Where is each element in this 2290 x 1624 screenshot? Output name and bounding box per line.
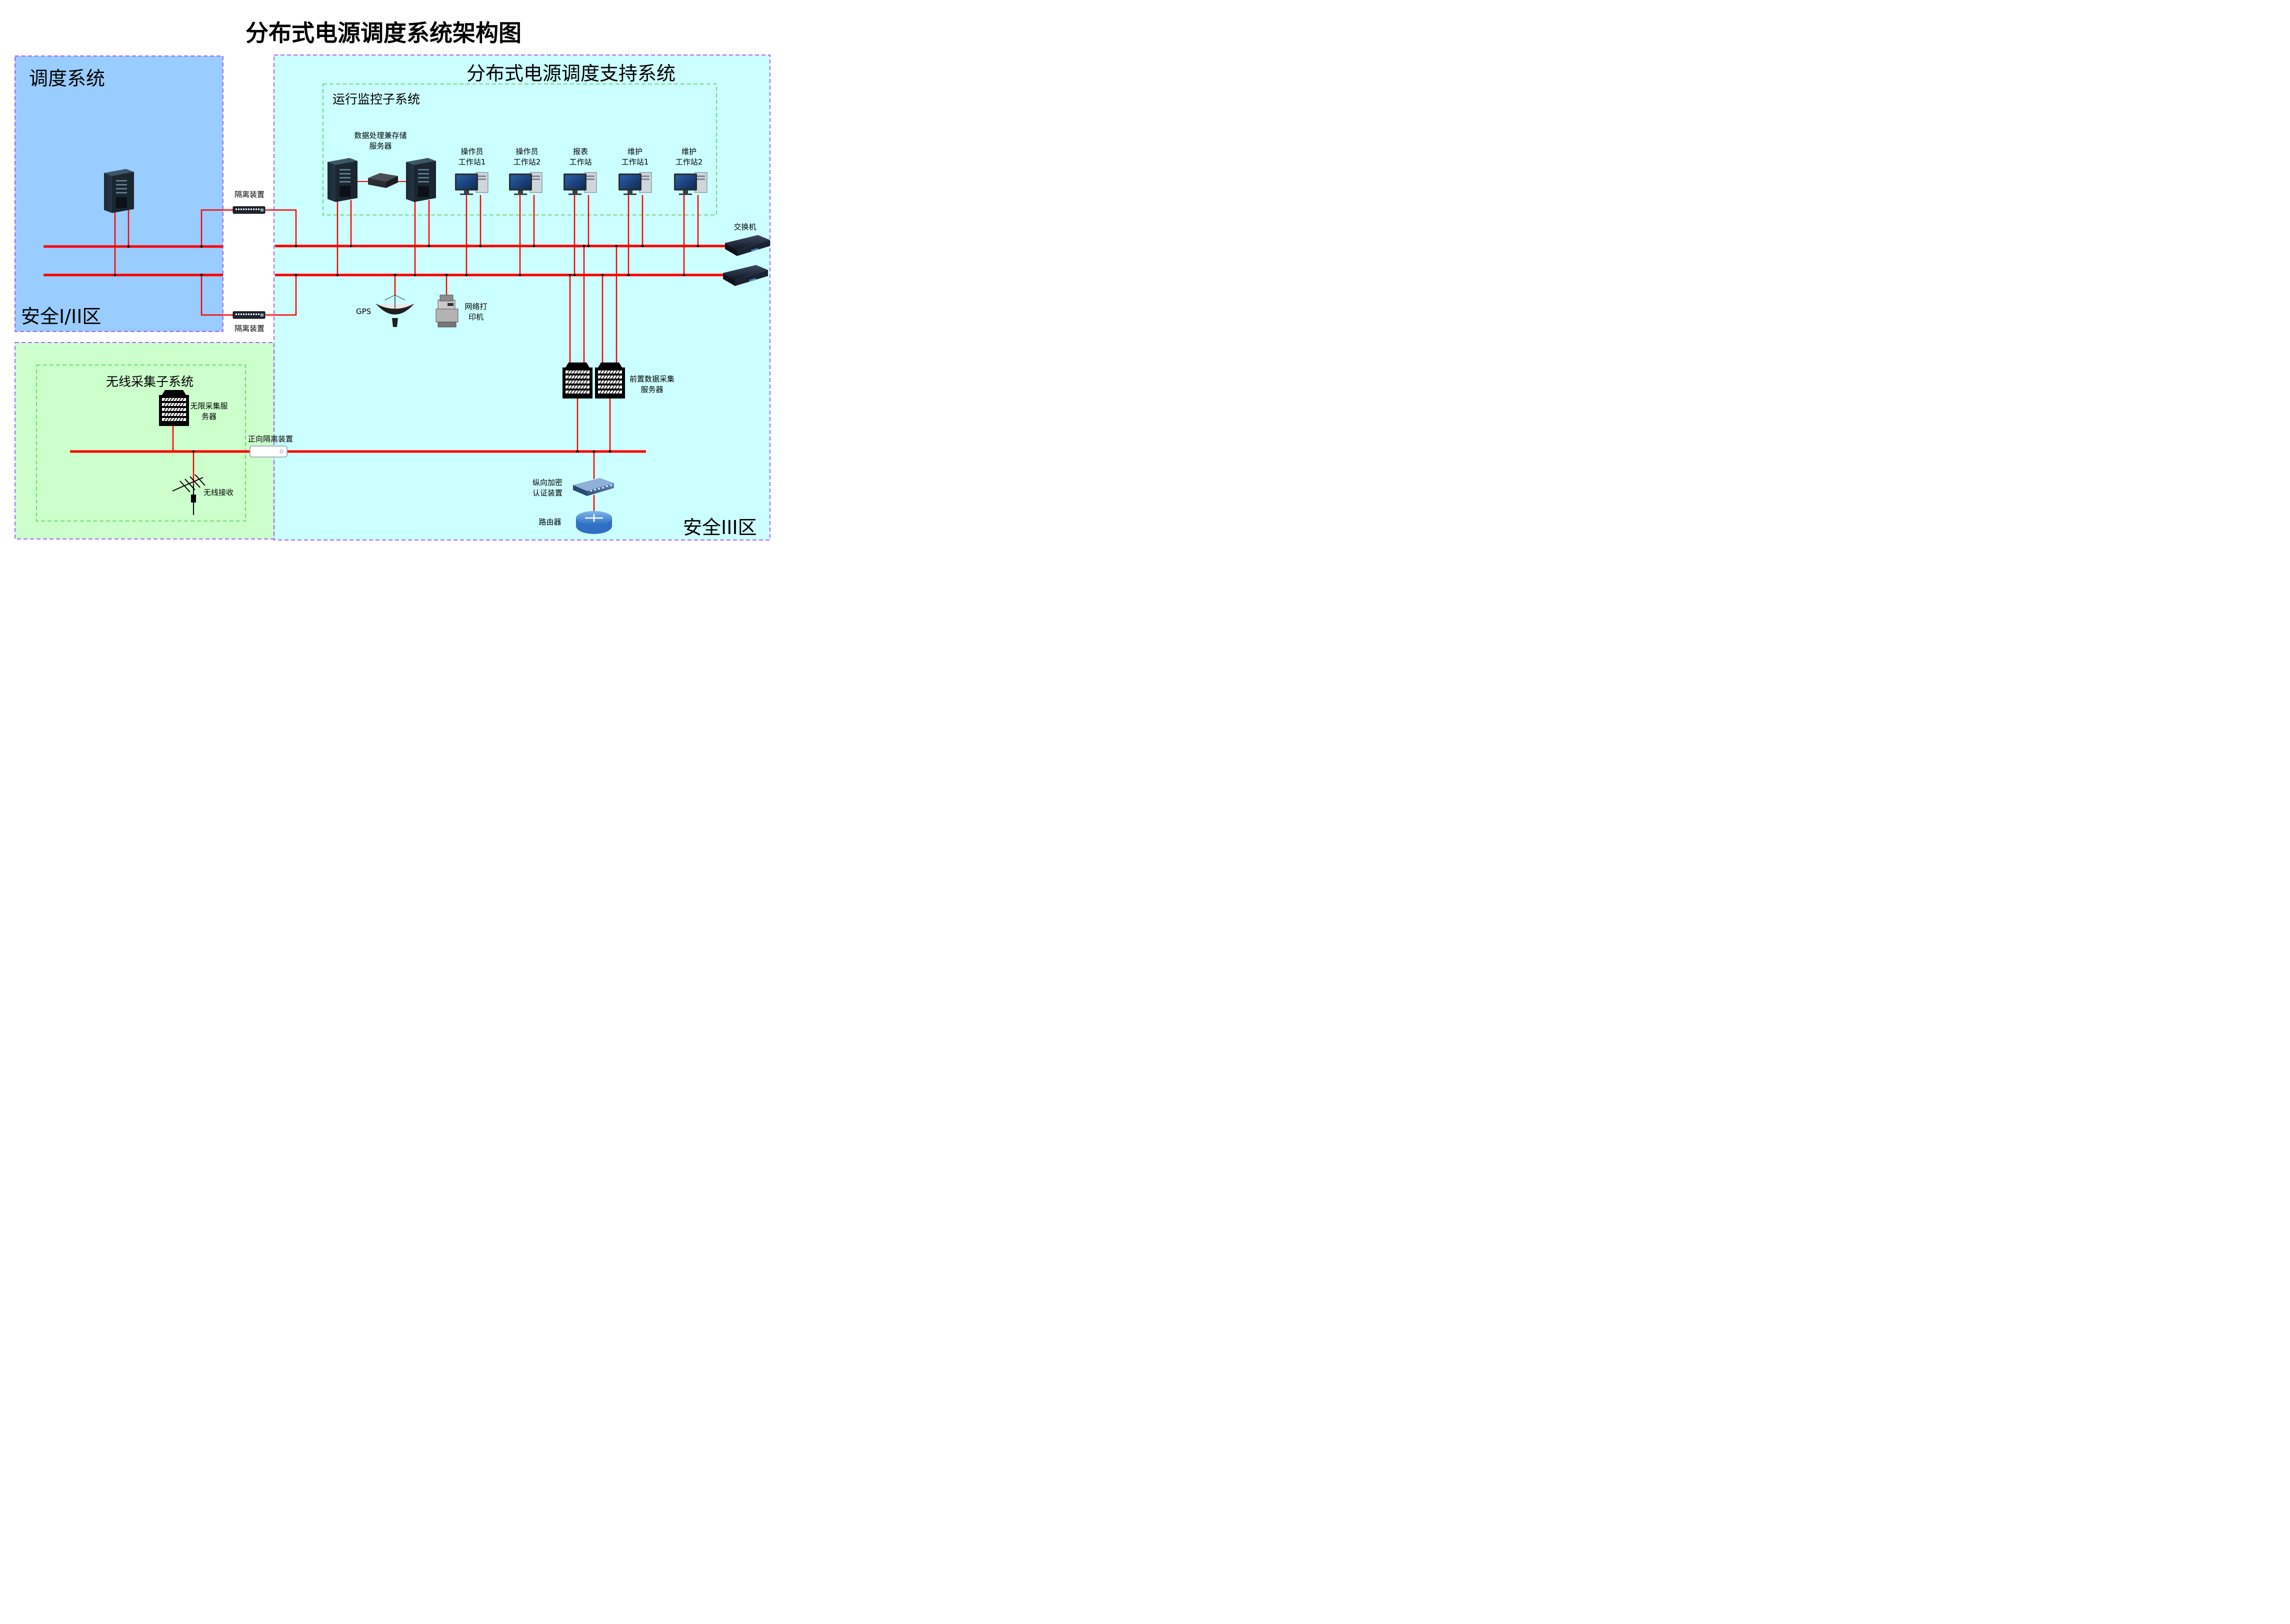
encryption-device-icon[interactable]	[573, 478, 614, 496]
rack-server-icon[interactable]	[594, 362, 626, 399]
report-ws-label: 工作站	[569, 158, 592, 166]
front-server-label: 前置数据采集	[630, 374, 674, 384]
monitor-subsystem-box	[322, 84, 717, 216]
server-tower-icon[interactable]	[406, 158, 436, 202]
wireless-receive-label: 无线接收	[204, 488, 234, 497]
isolation-top-label: 隔离装置	[234, 190, 264, 199]
page-title: 分布式电源调度系统架构图	[246, 20, 522, 46]
maint-ws2-label: 维护	[682, 147, 696, 156]
maint-ws2-label: 工作站2	[676, 158, 703, 166]
operator-ws1-label: 操作员	[460, 147, 483, 156]
support-zone-label: 分布式电源调度支持系统	[466, 62, 676, 84]
maint-ws1-label: 维护	[628, 147, 642, 156]
monitor-subsystem-label: 运行监控子系统	[332, 92, 420, 106]
storage-server-label: 服务器	[369, 142, 392, 150]
secure-zone-3-label: 安全III区	[683, 516, 757, 538]
wireless-server-label: 务器	[202, 412, 216, 421]
router-icon[interactable]	[576, 511, 612, 534]
gps-label: GPS	[356, 307, 371, 316]
encrypt-label: 认证装置	[532, 488, 562, 498]
isolation-device-icon[interactable]	[232, 206, 266, 214]
forward-isolation-icon[interactable]	[250, 446, 288, 458]
wireless-subsystem-label: 无线采集子系统	[106, 374, 194, 389]
support-zone	[274, 54, 770, 540]
wireless-subsystem-box	[36, 364, 246, 522]
secure-zone-12-label: 安全I/II区	[21, 306, 101, 328]
server-tower-icon[interactable]	[104, 169, 134, 213]
operator-ws2-label: 操作员	[516, 147, 538, 156]
antenna-icon[interactable]	[172, 474, 206, 515]
storage-box-icon[interactable]	[368, 173, 398, 188]
encrypt-label: 纵向加密	[532, 478, 562, 487]
operator-ws2-label: 工作站2	[514, 158, 541, 166]
printer-icon[interactable]	[436, 294, 458, 328]
maint-ws1-label: 工作站1	[622, 158, 649, 166]
wireless-server-label: 无限采集服	[190, 402, 228, 410]
isolation-bottom-label: 隔离装置	[234, 324, 264, 333]
dispatch-zone-label: 调度系统	[29, 68, 105, 90]
report-ws-label: 报表	[573, 147, 588, 156]
storage-server-label: 数据处理兼存储	[354, 131, 406, 140]
forward-isolation-label: 正向隔离装置	[248, 434, 293, 444]
isolation-device-icon[interactable]	[232, 311, 266, 319]
rack-server-icon[interactable]	[562, 362, 593, 399]
server-tower-icon[interactable]	[328, 158, 358, 202]
switch-label: 交换机	[734, 222, 756, 232]
wireless-zone	[14, 342, 274, 540]
printer-label: 网络打	[464, 302, 487, 311]
junction-dots	[114, 244, 700, 453]
front-server-label: 服务器	[640, 385, 663, 394]
router-label: 路由器	[538, 518, 561, 526]
operator-ws1-label: 工作站1	[458, 158, 486, 166]
rack-server-icon[interactable]	[158, 390, 190, 426]
printer-label: 印机	[468, 312, 484, 322]
gps-dish-icon[interactable]	[376, 294, 414, 327]
